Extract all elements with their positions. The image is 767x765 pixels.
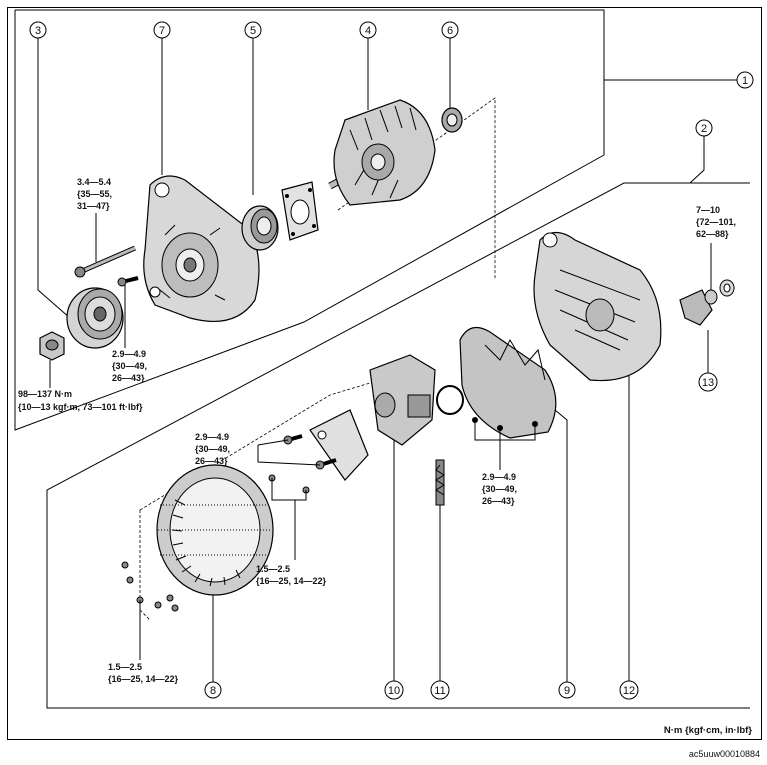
leader-3 (37, 38, 71, 319)
callout-7: 7 (153, 21, 171, 39)
callout-4: 4 (359, 21, 377, 39)
svg-text:26—43}: 26—43} (112, 373, 145, 383)
short-bolt-icon (117, 276, 139, 287)
leader-reg-torque-2 (257, 439, 289, 446)
svg-text:62—88}: 62—88} (696, 229, 729, 239)
assembly-axis-bottom (139, 510, 151, 621)
torque-label-through-bolt: 3.4—5.4 {35—55, 31—47} (77, 177, 112, 211)
callout-11: 11 (430, 680, 450, 700)
long-through-bolt-icon (74, 245, 136, 278)
svg-text:2.9—4.9: 2.9—4.9 (195, 432, 229, 442)
bearing-retainer-plate-icon (281, 181, 319, 241)
snap-ring-icon (436, 385, 464, 415)
svg-text:1.5—2.5: 1.5—2.5 (108, 662, 142, 672)
regulator-cover-icon (309, 409, 369, 481)
voltage-regulator-icon (369, 354, 436, 446)
torque-label-terminal: 7—10 {72—101, 62—88} (696, 205, 736, 239)
svg-text:7—10: 7—10 (696, 205, 720, 215)
torque-label-short-bolt: 2.9—4.9 {30—49, 26—43} (112, 349, 147, 383)
svg-text:26—43}: 26—43} (482, 496, 515, 506)
svg-text:10: 10 (388, 685, 400, 697)
svg-text:{30—49,: {30—49, (112, 361, 147, 371)
rectifier-icon (459, 326, 557, 441)
pulley-nut-icon (39, 331, 65, 361)
svg-text:3: 3 (35, 25, 41, 37)
callout-6: 6 (441, 21, 459, 39)
rear-bearing-icon (441, 107, 463, 133)
torque-label-pulley-nut: 98—137 N·m {10—13 kgf·m, 73—101 ft·lbf} (18, 389, 143, 412)
terminal-bolt-icon (679, 279, 735, 326)
leader-small-torque (271, 478, 307, 501)
svg-text:2.9—4.9: 2.9—4.9 (112, 349, 146, 359)
svg-text:{72—101,: {72—101, (696, 217, 736, 227)
svg-text:12: 12 (623, 685, 635, 697)
svg-text:3.4—5.4: 3.4—5.4 (77, 177, 111, 187)
svg-text:{30—49,: {30—49, (482, 484, 517, 494)
group-outline-2 (46, 182, 750, 709)
callout-10: 10 (384, 680, 404, 700)
svg-text:{10—13 kgf·m, 73—101 ft·lbf}: {10—13 kgf·m, 73—101 ft·lbf} (18, 402, 143, 412)
svg-text:2.9—4.9: 2.9—4.9 (482, 472, 516, 482)
svg-text:2: 2 (701, 123, 707, 135)
svg-text:{16—25, 14—22}: {16—25, 14—22} (108, 674, 179, 684)
torque-label-regulator: 2.9—4.9 {30—49, 26—43} (195, 432, 230, 466)
svg-text:13: 13 (702, 377, 714, 389)
rotor-icon (328, 99, 436, 206)
pulley-icon (66, 287, 124, 349)
svg-text:5: 5 (250, 25, 256, 37)
leader-9 (554, 409, 568, 682)
svg-text:8: 8 (210, 685, 216, 697)
callout-2: 2 (695, 119, 713, 137)
torque-label-small-screws-left: 1.5—2.5 {16—25, 14—22} (108, 662, 179, 684)
svg-text:6: 6 (447, 25, 453, 37)
front-housing-icon (143, 175, 260, 322)
callout-12: 12 (619, 680, 639, 700)
units-label: N·m {kgf·cm, in·lbf} (664, 725, 752, 736)
group-outline-1 (14, 9, 605, 431)
front-bearing-icon (241, 205, 279, 251)
callout-3: 3 (29, 21, 47, 39)
assembly-axis-mid (139, 379, 381, 511)
diagram-frame (7, 7, 762, 740)
assembly-axis-top (337, 97, 496, 280)
torque-label-rectifier: 2.9—4.9 {30—49, 26—43} (482, 472, 517, 506)
stator-icon (156, 464, 274, 596)
torque-label-small-screws-right: 1.5—2.5 {16—25, 14—22} (256, 564, 327, 586)
svg-text:98—137 N·m: 98—137 N·m (18, 389, 72, 399)
svg-text:{30—49,: {30—49, (195, 444, 230, 454)
svg-text:31—47}: 31—47} (77, 201, 110, 211)
brush-icon (435, 459, 445, 506)
svg-text:1: 1 (742, 75, 748, 87)
image-id: ac5uuw00010884 (689, 749, 760, 759)
callout-8: 8 (204, 681, 222, 699)
leader-2 (689, 135, 705, 184)
callout-1: 1 (736, 71, 754, 89)
svg-text:{16—25, 14—22}: {16—25, 14—22} (256, 576, 327, 586)
callout-9: 9 (558, 681, 576, 699)
leader-reg-torque (257, 445, 321, 466)
svg-text:9: 9 (564, 685, 570, 697)
rear-housing-icon (533, 231, 662, 382)
svg-text:11: 11 (434, 685, 445, 697)
svg-text:26—43}: 26—43} (195, 456, 228, 466)
svg-text:7: 7 (159, 25, 165, 37)
svg-text:1.5—2.5: 1.5—2.5 (256, 564, 290, 574)
svg-text:{35—55,: {35—55, (77, 189, 112, 199)
svg-text:4: 4 (365, 25, 371, 37)
callout-5: 5 (244, 21, 262, 39)
callout-13: 13 (698, 372, 718, 392)
